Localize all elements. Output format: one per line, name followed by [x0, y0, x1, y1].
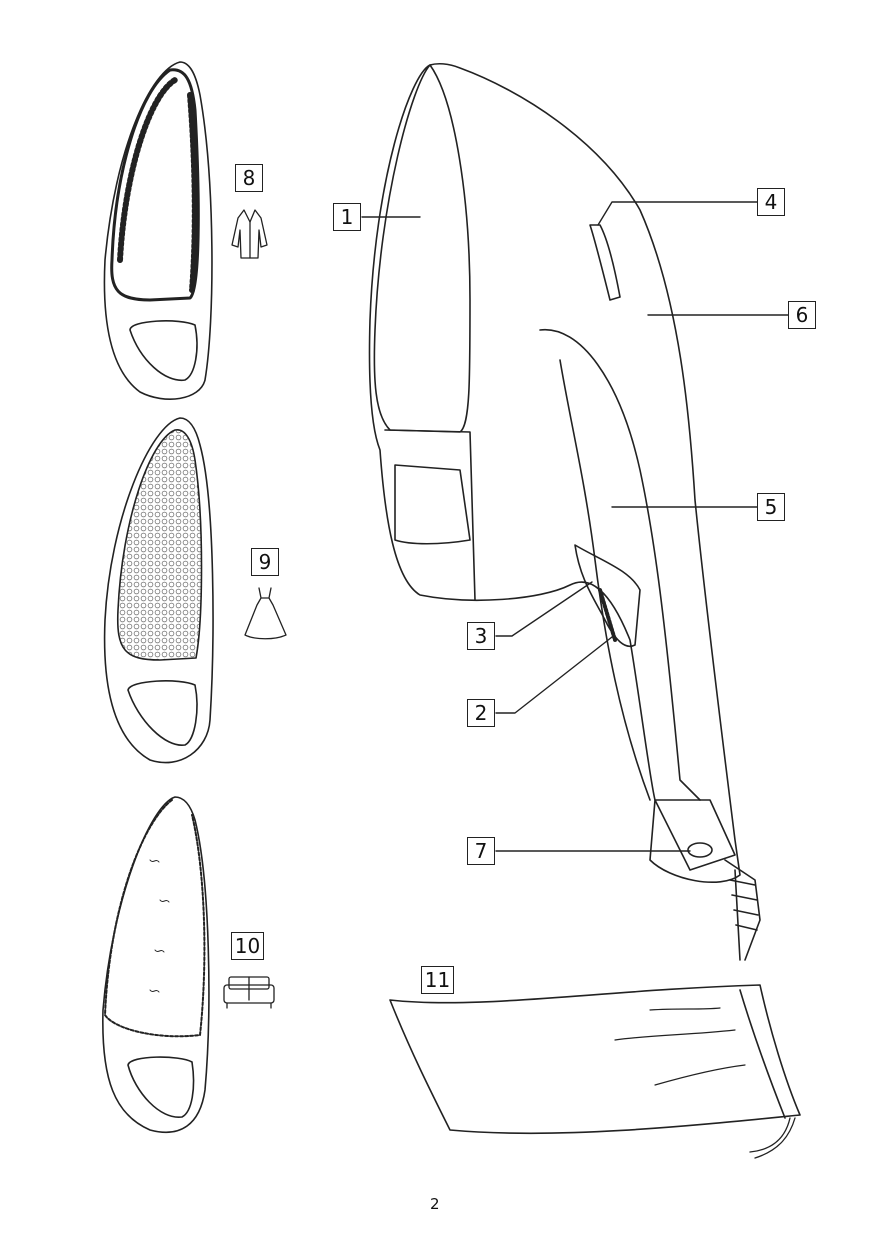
- callout-5: 5: [757, 493, 785, 521]
- callout-1: 1: [333, 203, 361, 231]
- steam-plate-attachment: [103, 417, 214, 764]
- storage-bag: [389, 984, 801, 1159]
- callout-8: 8: [235, 164, 263, 192]
- callout-7: 7: [467, 837, 495, 865]
- fabric-pad-attachment: [102, 796, 210, 1134]
- dress-icon: [244, 587, 287, 640]
- callout-3: 3: [467, 622, 495, 650]
- callout-4: 4: [757, 188, 785, 216]
- sofa-icon: [223, 976, 275, 1009]
- callout-2: 2: [467, 699, 495, 727]
- coat-icon: [231, 209, 268, 259]
- leader-lines: [361, 201, 789, 852]
- callout-9: 9: [251, 548, 279, 576]
- page-number: 2: [430, 1195, 440, 1213]
- brush-attachment: [103, 61, 213, 400]
- callout-11: 11: [421, 966, 454, 994]
- callout-10: 10: [231, 932, 264, 960]
- garment-steamer: [368, 62, 761, 961]
- callout-6: 6: [788, 301, 816, 329]
